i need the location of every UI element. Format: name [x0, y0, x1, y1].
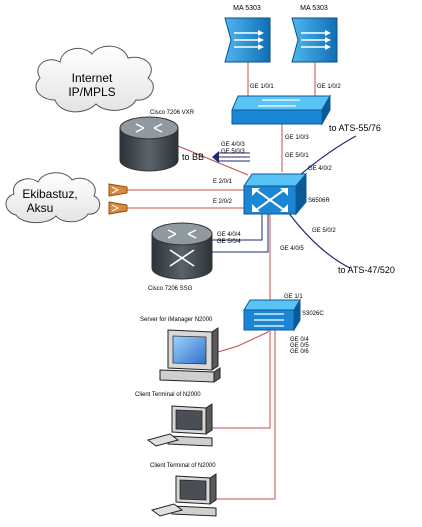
link-access-server [217, 330, 269, 353]
link-ssg-core-2 [210, 212, 269, 253]
aggregation-switch [231, 94, 331, 126]
port-ge-1-1: GE 1/1 [284, 294, 303, 300]
to-ats-55-76-label: to ATS-55/76 [329, 123, 381, 133]
port-ge-5-0-2: GE 5/0/2 [312, 228, 336, 234]
region-cloud-label-1: Ekibastuz, [22, 187, 77, 201]
to-bb-label: to BB [182, 152, 204, 162]
region-cloud-label-2: Aksu [27, 201, 54, 215]
access-switch-label: S3026C [302, 311, 324, 317]
antenna-1 [108, 183, 128, 197]
client-terminal-2: Client Terminal of N2000 [150, 463, 217, 517]
port-ge-5-0-1: GE 5/0/1 [285, 153, 309, 159]
client-terminal-1: Client Terminal of N2000 [135, 392, 213, 447]
internet-cloud-label-1: Internet [72, 71, 113, 85]
to-ats-47-520-label: to ATS-47/520 [338, 265, 395, 275]
arrow-bb-head [212, 151, 219, 163]
core-switch-s6506r: S6506R [243, 172, 330, 216]
antenna-2 [108, 201, 128, 215]
ma5303-left-label: MA 5303 [233, 5, 261, 12]
ma5303-right: MA 5303 [291, 5, 338, 63]
port-e-2-0-2: E 2/0/2 [213, 199, 233, 205]
port-ge-5-0-3: GE 5/0/3 [221, 149, 245, 155]
client-2-label: Client Terminal of N2000 [150, 463, 216, 469]
region-cloud: Ekibastuz, Aksu [5, 172, 101, 224]
port-ge-1-0-3: GE 1/0/3 [285, 135, 309, 141]
port-ge-0-6: GE 0/6 [290, 349, 309, 355]
link-access-client1 [212, 330, 271, 429]
access-switch-s3026c: S3026C [243, 298, 324, 332]
port-ge-4-0-3: GE 4/0/3 [221, 142, 245, 148]
link-access-client2 [215, 330, 276, 500]
link-to-ats-47 [287, 211, 351, 269]
cisco-7206-ssg: Cisco 7206 SSG [148, 222, 213, 292]
cisco-7206-vxr-label: Cisco 7206 VXR [150, 110, 195, 116]
port-ge-0-4: GE 0/4 [290, 337, 309, 343]
port-ge-4-0-4: GE 4/0/4 [217, 232, 241, 238]
cisco-7206-vxr: Cisco 7206 VXR [119, 110, 195, 172]
server-imanager: Server for iManager N2000 [140, 317, 221, 383]
port-labels: GE 1/0/1 GE 1/0/2 GE 1/0/3 GE 5/0/1 GE 4… [213, 84, 341, 355]
internet-cloud: Internet IP/MPLS [35, 45, 154, 113]
port-ge-4-0-5: GE 4/0/5 [280, 246, 304, 252]
port-ge-1-0-2: GE 1/0/2 [317, 84, 341, 90]
server-label: Server for iManager N2000 [140, 317, 213, 323]
link-vxr-core [177, 145, 249, 176]
core-switch-label: S6506R [308, 198, 330, 204]
ma5303-left: MA 5303 [224, 5, 271, 63]
link-to-ats-55 [299, 135, 357, 176]
links [127, 62, 357, 500]
port-ge-5-0-4: GE 5/0/4 [217, 239, 241, 245]
link-ssg-core-1 [210, 212, 263, 241]
port-ge-0-5: GE 0/5 [290, 343, 309, 349]
port-ge-4-0-2: GE 4/0/2 [308, 166, 332, 172]
port-e-2-0-1: E 2/0/1 [213, 179, 233, 185]
client-1-label: Client Terminal of N2000 [135, 392, 201, 398]
ma5303-right-label: MA 5303 [300, 5, 328, 12]
port-ge-1-0-1: GE 1/0/1 [250, 84, 274, 90]
internet-cloud-label-2: IP/MPLS [68, 85, 115, 99]
cisco-7206-ssg-label: Cisco 7206 SSG [148, 286, 193, 292]
